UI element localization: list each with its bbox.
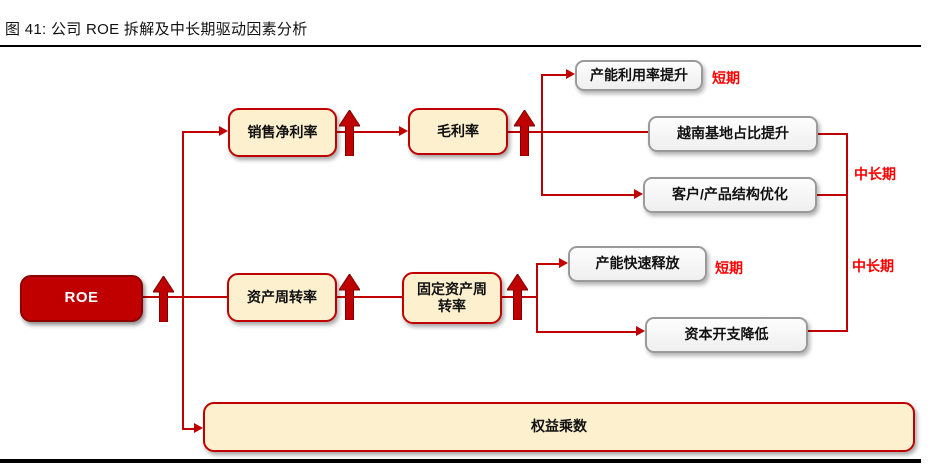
tag-mid-long-term-bottom: 中长期 xyxy=(852,258,894,274)
up-arrow-icon xyxy=(339,274,360,320)
bottom-border xyxy=(0,459,921,463)
connector-grossmargin-to-vietnam xyxy=(508,131,648,133)
node-equity-multiplier: 权益乘数 xyxy=(203,402,915,452)
node-capacity-release-label: 产能快速释放 xyxy=(595,255,680,272)
up-arrow-icon xyxy=(153,276,174,322)
node-fixed-asset-turnover-label: 固定资产周转率 xyxy=(417,280,487,315)
connector-grossmargin-branch-vertical xyxy=(541,74,543,196)
tag-mid-long-term-top: 中长期 xyxy=(854,166,896,182)
arrowhead-icon xyxy=(566,69,575,79)
up-arrow-icon xyxy=(514,110,535,156)
figure-title: 图 41: 公司 ROE 拆解及中长期驱动因素分析 xyxy=(5,21,308,38)
arrowhead-icon xyxy=(194,423,203,433)
connector-fixed-branch-vertical xyxy=(536,263,538,333)
node-fixed-asset-turnover: 固定资产周转率 xyxy=(402,272,502,324)
connector-to-capacity-release xyxy=(537,263,559,265)
node-asset-turnover-label: 资产周转率 xyxy=(247,288,317,305)
tag-short-term-mid: 短期 xyxy=(715,260,743,276)
node-capacity-utilization: 产能利用率提升 xyxy=(575,60,703,91)
connector-to-customer-product xyxy=(542,194,634,196)
node-gross-margin: 毛利率 xyxy=(408,108,508,155)
node-customer-product-mix-label: 客户/产品结构优化 xyxy=(672,186,788,203)
node-capacity-utilization-label: 产能利用率提升 xyxy=(590,66,688,83)
arrowhead-icon xyxy=(636,326,645,336)
arrowhead-icon xyxy=(219,126,228,136)
node-customer-product-mix: 客户/产品结构优化 xyxy=(643,177,817,213)
bracket-vertical xyxy=(846,133,848,332)
up-arrow-icon xyxy=(507,274,528,320)
title-underline xyxy=(0,45,921,47)
node-capacity-release: 产能快速释放 xyxy=(568,246,707,282)
node-capex-reduction-label: 资本开支降低 xyxy=(684,326,769,343)
connector-netmargin-to-grossmargin xyxy=(337,131,399,133)
node-vietnam-base-label: 越南基地占比提升 xyxy=(677,125,789,142)
connector-assetturnover-to-fixed xyxy=(337,296,402,298)
bracket-stub-capex xyxy=(808,330,848,332)
node-roe-label: ROE xyxy=(64,289,99,307)
node-gross-margin-label: 毛利率 xyxy=(437,122,479,139)
connector-trunk-vertical xyxy=(182,131,184,430)
node-net-profit-margin-label: 销售净利率 xyxy=(247,123,318,140)
up-arrow-icon xyxy=(339,110,360,156)
connector-roe-to-asset-turnover xyxy=(143,296,227,298)
node-vietnam-base: 越南基地占比提升 xyxy=(648,116,818,152)
arrowhead-icon xyxy=(634,189,643,199)
arrowhead-icon xyxy=(399,126,408,136)
node-equity-multiplier-label: 权益乘数 xyxy=(531,418,587,435)
bracket-stub-customer xyxy=(817,194,848,196)
node-roe: ROE xyxy=(20,275,143,322)
node-asset-turnover: 资产周转率 xyxy=(227,273,337,322)
connector-to-capacity-utilization xyxy=(542,74,566,76)
arrowhead-icon xyxy=(559,258,568,268)
connector-to-net-margin xyxy=(183,131,219,133)
connector-to-equity-multiplier xyxy=(183,428,195,430)
tag-short-term-top: 短期 xyxy=(712,70,740,86)
node-net-profit-margin: 销售净利率 xyxy=(228,108,337,157)
node-capex-reduction: 资本开支降低 xyxy=(645,317,808,353)
connector-to-capex-reduction xyxy=(537,331,637,333)
bracket-stub-vietnam xyxy=(818,133,848,135)
